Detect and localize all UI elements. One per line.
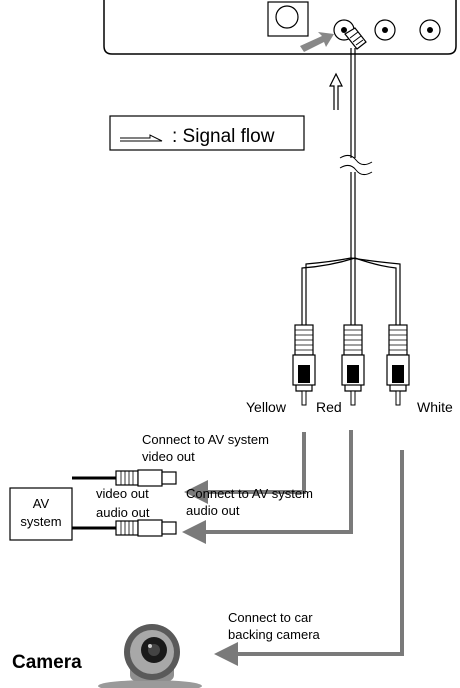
- camera-label: Camera: [12, 652, 82, 673]
- audio-out-label: audio out: [96, 505, 150, 520]
- rca-jack-2: [374, 19, 396, 41]
- av-system-box: AV system: [9, 487, 73, 541]
- plug-label-red: Red: [316, 399, 342, 415]
- av-system-label-2: system: [20, 514, 61, 529]
- rca-plug-red: [341, 324, 365, 406]
- video-connection-label-2: video out: [142, 449, 195, 464]
- av-system-label-1: AV: [33, 496, 50, 511]
- video-out-label: video out: [96, 486, 149, 501]
- video-signal-arrow: [184, 432, 306, 504]
- plug-label-white: White: [417, 399, 453, 415]
- main-cable: [339, 48, 373, 258]
- rca-plug-white: [386, 324, 410, 406]
- legend: : Signal flow: [109, 115, 305, 151]
- head-unit: [103, 0, 457, 55]
- rca-plug-yellow: [292, 324, 316, 406]
- insert-arrow-icon: [300, 32, 334, 52]
- plug-label-yellow: Yellow: [246, 399, 287, 415]
- rca-jack-3: [419, 19, 441, 41]
- audio-connection-label-2: audio out: [186, 503, 240, 518]
- camera-connection-label-1: Connect to car: [228, 610, 313, 625]
- audio-connection-label-1: Connect to AV system: [186, 486, 313, 501]
- audio-out-plug: [115, 519, 177, 537]
- video-out-plug: [115, 469, 177, 487]
- inserted-plug: [344, 27, 367, 50]
- signal-flow-arrow-icon: [329, 72, 343, 110]
- video-connection-label-1: Connect to AV system: [142, 432, 269, 447]
- camera-icon: [98, 624, 202, 688]
- cable-splitter: [301, 257, 401, 325]
- camera-signal-arrow: [214, 450, 404, 666]
- audio-signal-arrow: [182, 430, 353, 544]
- legend-text: : Signal flow: [172, 126, 275, 147]
- camera-connection-label-2: backing camera: [228, 627, 321, 642]
- signal-flow-legend-icon: [120, 134, 163, 142]
